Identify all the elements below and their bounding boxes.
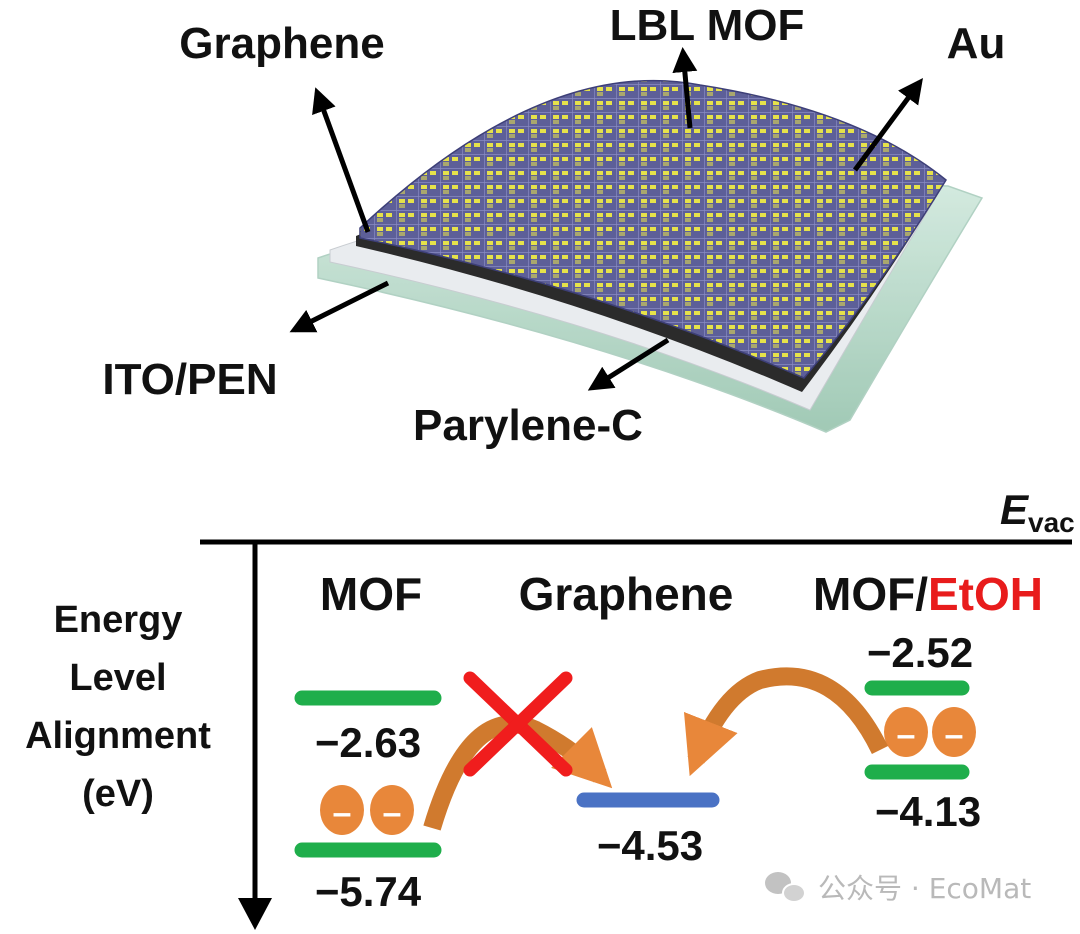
mof-column-header: MOF	[320, 568, 422, 620]
mof-etoh-upper-value: −2.52	[867, 629, 973, 676]
mof-lower-value: −5.74	[315, 868, 422, 915]
mof-etoh-electron-2-sign: –	[945, 716, 964, 754]
mof-etoh-lower-value: −4.13	[875, 788, 981, 835]
graphene-arrow	[312, 87, 371, 233]
axis-label-line-2: Level	[69, 657, 166, 699]
wechat-icon	[765, 872, 806, 903]
mof-to-graphene-arrow	[423, 715, 613, 831]
mof-etoh-electron-1: –	[884, 707, 928, 757]
axis-label-line-1: Energy	[54, 599, 183, 641]
watermark-text: 公众号 · EcoMat	[818, 872, 1031, 905]
mof-etoh-to-graphene-arrow	[683, 667, 889, 777]
parylene-c-arrow	[587, 337, 670, 391]
mof-electron-2: –	[370, 785, 414, 835]
energy-axis-arrowhead	[238, 898, 272, 930]
mof-etoh-prefix: MOF/	[813, 568, 928, 620]
graphene-label: Graphene	[179, 19, 384, 68]
au-label: Au	[947, 19, 1006, 68]
vacuum-level-symbol: E	[1000, 486, 1030, 533]
mof-electron-1-sign: –	[333, 794, 352, 832]
watermark: 公众号 · EcoMat	[765, 872, 1031, 905]
blocked-transfer-cross	[463, 671, 573, 777]
lbl-mof-arrow	[672, 47, 698, 129]
graphene-column-header: Graphene	[519, 568, 734, 620]
mof-electron-1: –	[320, 785, 364, 835]
mof-etoh-electron-1-sign: –	[897, 716, 916, 754]
energy-level-diagram: Evac Energy Level Alignment (eV) MOF Gra…	[25, 486, 1075, 930]
mof-etoh-electron-2: –	[932, 707, 976, 757]
axis-label-line-3: Alignment	[25, 715, 211, 757]
axis-label-line-4: (eV)	[82, 773, 154, 815]
lbl-mof-label: LBL MOF	[610, 1, 805, 50]
mof-etoh-column-header: MOF/EtOH	[813, 568, 1043, 620]
graphene-value: −4.53	[597, 822, 703, 869]
parylene-c-label: Parylene-C	[413, 401, 643, 450]
ito-pen-label: ITO/PEN	[102, 355, 277, 404]
etoh-label: EtOH	[928, 568, 1043, 620]
vacuum-level-subscript: vac	[1028, 507, 1075, 538]
vacuum-level-label: Evac	[1000, 486, 1075, 538]
callout-arrows	[289, 47, 923, 391]
lbl-mof-au-surface	[359, 79, 947, 379]
flexible-device-illustration	[317, 79, 984, 433]
au-arrow	[852, 77, 923, 172]
ito-pen-arrow	[289, 280, 390, 333]
mof-electron-2-sign: –	[383, 794, 402, 832]
mof-upper-value: −2.63	[315, 719, 421, 766]
